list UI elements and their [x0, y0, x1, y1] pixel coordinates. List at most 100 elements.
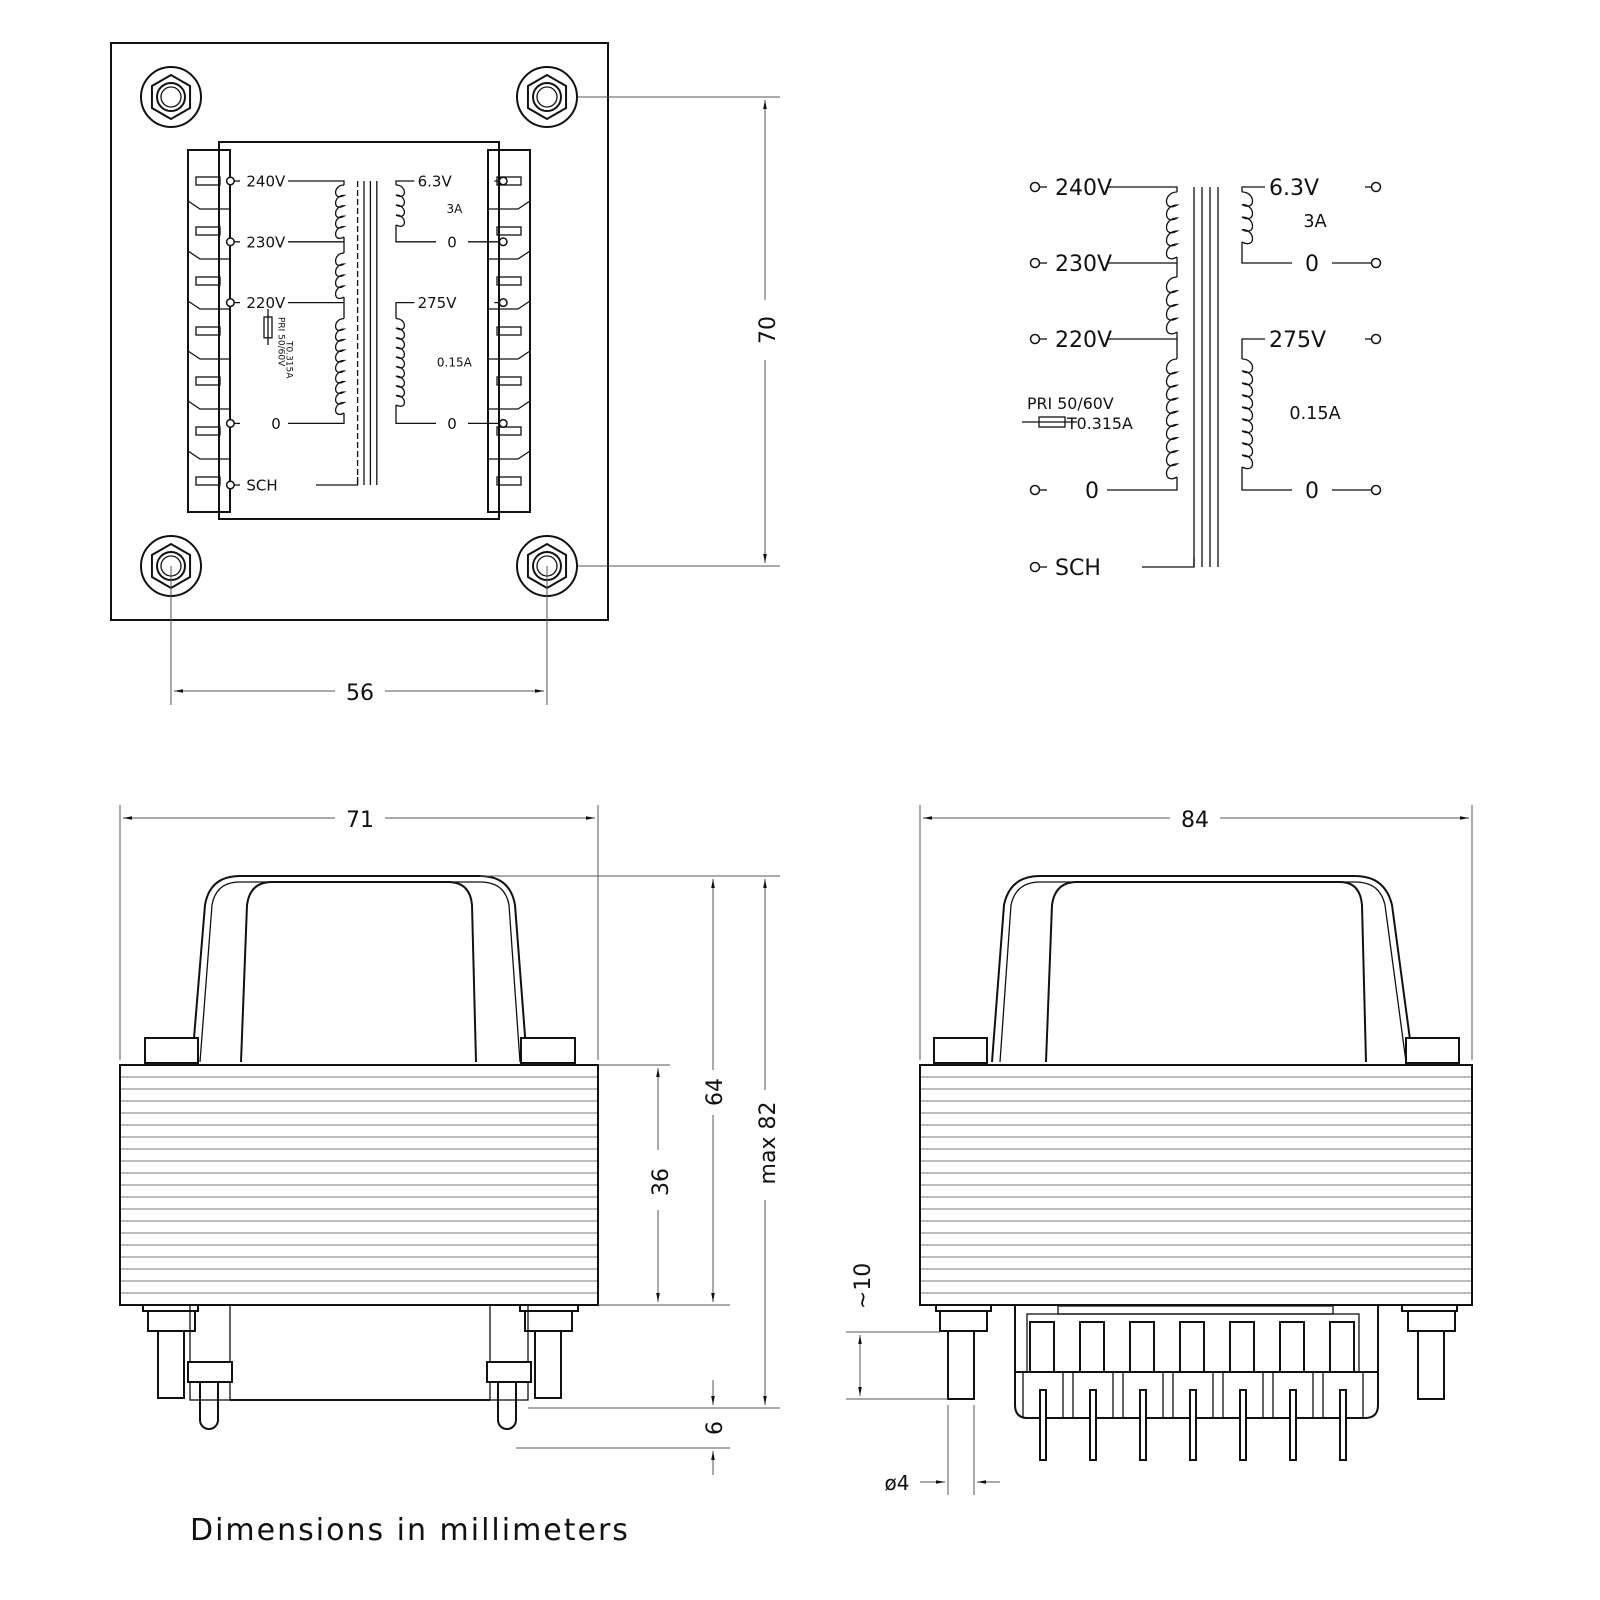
nut [147, 1310, 196, 1332]
terminal-pin [1039, 1389, 1047, 1461]
dim-stud-diameter: ø4 [885, 1471, 910, 1495]
terminal-pin [1239, 1389, 1247, 1461]
winding-coil [334, 317, 347, 416]
drawing-line [187, 400, 230, 410]
schematic-label: 0 [447, 233, 457, 251]
bracket-outer [191, 875, 528, 1063]
hex-nut-icon [150, 73, 192, 121]
dim-stud-length: ~10 [851, 1263, 876, 1309]
solder-lug [497, 1382, 517, 1430]
dim-front-height: 64 [703, 1078, 728, 1106]
winding-coil [395, 317, 406, 407]
schematic-label: PRI 50/60V [1027, 394, 1114, 413]
winding-coil [334, 184, 347, 239]
solder-lug [199, 1382, 219, 1430]
bobbin-slot [1229, 1321, 1255, 1373]
winding-coil [1241, 191, 1254, 245]
nut [524, 1310, 573, 1332]
hex-nut-icon [526, 73, 568, 121]
stud [947, 1330, 975, 1400]
schematic-label: SCH [246, 477, 277, 495]
front-view: 71 36 64 max 82 6 [119, 805, 781, 1475]
schematic-label: 220V [1055, 328, 1112, 353]
schematic-label: 0.15A [437, 356, 473, 370]
schematic-label: 240V [1055, 176, 1112, 201]
lead-wire [1142, 332, 1178, 359]
drawing-line [488, 250, 531, 260]
terminal-dot [498, 298, 508, 308]
nut [939, 1310, 988, 1332]
lead-wire [1241, 186, 1265, 192]
schematic-label: 0 [1305, 252, 1319, 277]
bolt-hole [156, 82, 186, 112]
lead-wire [1241, 467, 1292, 491]
terminal-dot [225, 418, 235, 428]
lead-wire [316, 477, 359, 486]
winding-coil [1165, 191, 1180, 260]
schematic-label: T0.315A [1066, 414, 1133, 433]
terminal-dot [1029, 484, 1041, 496]
terminal-pin [1139, 1389, 1147, 1461]
lead-wire [1241, 242, 1292, 264]
bobbin-slot [1329, 1321, 1355, 1373]
terminal-dot [498, 418, 508, 428]
bolt-hole [532, 82, 562, 112]
lead-wire [395, 180, 415, 185]
footer-note: Dimensions in millimeters [190, 1513, 630, 1548]
schematic-label: 230V [246, 233, 286, 251]
schematic-label: 0.15A [1289, 404, 1340, 424]
lead-wire [316, 297, 345, 319]
terminal-dot [225, 298, 235, 308]
schematic-label: 230V [1055, 252, 1112, 277]
schematic-label: 275V [418, 294, 458, 312]
dim-max-height: max 82 [756, 1102, 781, 1185]
lead-wire [316, 180, 345, 185]
terminal-pin [1339, 1389, 1347, 1461]
bobbin-slot [1179, 1321, 1205, 1373]
schematic-label: 0 [447, 415, 457, 433]
schematic-label: 6.3V [1269, 176, 1319, 201]
lead-wire [395, 225, 436, 243]
terminal-pin [195, 276, 221, 286]
terminal-pin [496, 376, 522, 386]
dim-core-height: 36 [649, 1168, 674, 1196]
terminal-pin [195, 426, 221, 436]
schematic-label: T0.315A [283, 340, 293, 379]
terminal-dot [1370, 181, 1382, 193]
dim-front-width: 71 [346, 808, 374, 833]
lead-wire [395, 301, 415, 319]
drawing-line [488, 300, 531, 310]
bobbin-slot [1129, 1321, 1155, 1373]
drawing-line [187, 450, 230, 460]
side-view: ~10 ø4 84 [846, 805, 1473, 1495]
drawing-line [488, 200, 531, 210]
drawing-line [488, 350, 531, 360]
terminal-dot [225, 237, 235, 247]
winding-coil [334, 252, 347, 300]
dim-side-width: 84 [1181, 808, 1209, 833]
drawing-line [488, 450, 531, 460]
terminal-dot [1029, 333, 1041, 345]
laminated-core [919, 1064, 1473, 1306]
bobbin-slot [1279, 1321, 1305, 1373]
bobbin-slot [1079, 1321, 1105, 1373]
terminal-dot [498, 237, 508, 247]
schematic-label: 0 [1085, 479, 1099, 504]
drawing-line [488, 400, 531, 410]
terminal-pin [1089, 1389, 1097, 1461]
terminal-pin [496, 426, 522, 436]
terminal-pin [1189, 1389, 1197, 1461]
lead-wire [1142, 477, 1178, 491]
terminal-pins [187, 176, 531, 486]
bobbin-body [218, 141, 500, 520]
nut [1405, 1037, 1460, 1064]
laminated-core [119, 1064, 599, 1306]
bobbin-pins [1022, 1321, 1364, 1461]
terminal-pin [195, 326, 221, 336]
bolt-washer [516, 66, 578, 128]
winding-coil [1241, 358, 1254, 470]
mounting-bolts [140, 66, 578, 597]
